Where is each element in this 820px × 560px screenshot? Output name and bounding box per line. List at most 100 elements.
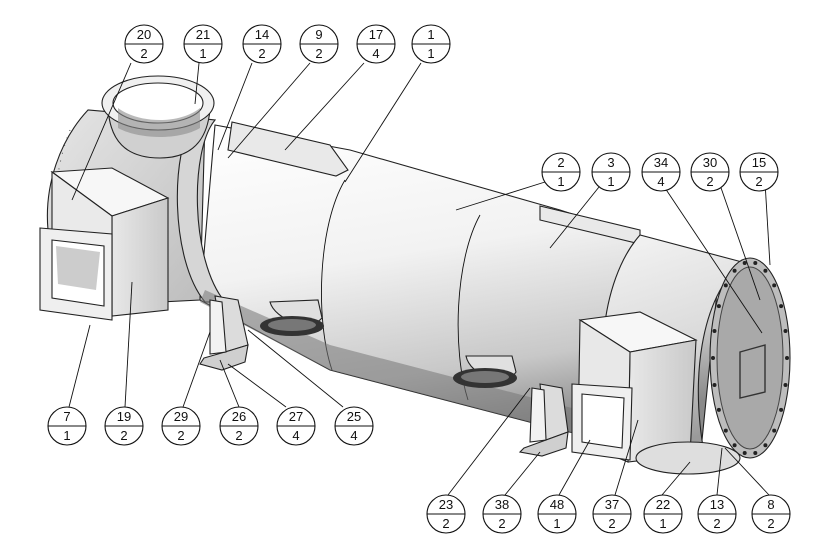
balloon-item: 7 <box>63 409 70 424</box>
balloon-qty: 1 <box>607 174 614 189</box>
balloon-qty: 2 <box>755 174 762 189</box>
balloon-item: 15 <box>752 155 766 170</box>
leader-lines <box>68 62 771 496</box>
saddle-left <box>199 295 249 371</box>
balloon: 152 <box>739 152 779 192</box>
bolt <box>772 283 777 288</box>
balloon: 481 <box>537 494 577 534</box>
balloon-item: 3 <box>607 155 614 170</box>
bolt <box>753 261 758 265</box>
balloon-item: 29 <box>174 409 188 424</box>
top-strip-left <box>227 121 349 177</box>
balloon-qty: 4 <box>292 428 299 443</box>
balloon: 302 <box>690 152 730 192</box>
balloon: 132 <box>697 494 737 534</box>
balloon: 11 <box>411 24 451 64</box>
balloon: 221 <box>643 494 683 534</box>
balloon-qty: 1 <box>553 516 560 531</box>
balloon: 344 <box>641 152 681 192</box>
bolt <box>783 329 788 333</box>
bolt <box>716 304 721 309</box>
right-outlet-box <box>571 311 741 475</box>
bolt <box>742 261 747 265</box>
balloon-item: 27 <box>289 409 303 424</box>
balloon: 21 <box>541 152 581 192</box>
balloon-item: 13 <box>710 497 724 512</box>
balloon-item: 19 <box>117 409 131 424</box>
balloon: 211 <box>183 24 223 64</box>
bolt <box>716 407 721 412</box>
balloon-item: 14 <box>255 27 269 42</box>
balloon-qty: 1 <box>427 46 434 61</box>
balloon-qty: 2 <box>498 516 505 531</box>
balloon-item: 17 <box>369 27 383 42</box>
top-nozzle <box>101 75 215 159</box>
bolt <box>785 356 789 360</box>
balloon-item: 9 <box>315 27 322 42</box>
bolt <box>712 383 717 387</box>
balloon-item: 37 <box>605 497 619 512</box>
bolt <box>732 268 737 273</box>
balloon: 274 <box>276 406 316 446</box>
balloon-qty: 2 <box>315 46 322 61</box>
balloon-qty: 2 <box>608 516 615 531</box>
balloon-qty: 1 <box>199 46 206 61</box>
balloon-qty: 2 <box>120 428 127 443</box>
balloon-qty: 4 <box>657 174 664 189</box>
left-inlet-box <box>39 167 170 321</box>
balloon-item: 23 <box>439 497 453 512</box>
balloon: 292 <box>161 406 201 446</box>
balloon-item: 20 <box>137 27 151 42</box>
bolt <box>712 329 717 333</box>
balloon: 372 <box>592 494 632 534</box>
balloon-qty: 2 <box>442 516 449 531</box>
bolt <box>779 304 784 309</box>
handle <box>739 344 766 399</box>
balloon-qty: 1 <box>659 516 666 531</box>
bolt <box>742 451 747 455</box>
balloon: 192 <box>104 406 144 446</box>
balloon-qty: 4 <box>372 46 379 61</box>
balloon-qty: 4 <box>350 428 357 443</box>
balloon-qty: 2 <box>767 516 774 531</box>
balloon: 71 <box>47 406 87 446</box>
balloon-item: 30 <box>703 155 717 170</box>
bolt <box>723 283 728 288</box>
balloon: 31 <box>591 152 631 192</box>
balloon: 202 <box>124 24 164 64</box>
bolt <box>783 383 788 387</box>
balloon-qty: 2 <box>713 516 720 531</box>
balloon: 174 <box>356 24 396 64</box>
balloon-item: 26 <box>232 409 246 424</box>
balloon-qty: 1 <box>63 428 70 443</box>
balloon-item: 25 <box>347 409 361 424</box>
balloon: 232 <box>426 494 466 534</box>
bolt <box>732 443 737 448</box>
balloon-item: 38 <box>495 497 509 512</box>
bolt <box>763 268 768 273</box>
balloon-qty: 1 <box>557 174 564 189</box>
bottom-nozzles <box>260 299 517 388</box>
balloon-item: 22 <box>656 497 670 512</box>
balloon-qty: 2 <box>235 428 242 443</box>
balloons: 202 211 142 92 174 11 21 31 344 302 152 … <box>47 24 791 534</box>
balloon-item: 34 <box>654 155 668 170</box>
balloon: 254 <box>334 406 374 446</box>
balloon: 82 <box>751 494 791 534</box>
balloon-qty: 2 <box>258 46 265 61</box>
balloon: 382 <box>482 494 522 534</box>
balloon-item: 1 <box>427 27 434 42</box>
saddle-right <box>518 383 569 457</box>
balloon-item: 21 <box>196 27 210 42</box>
bolt-ring <box>711 261 789 455</box>
bolt <box>779 407 784 412</box>
balloon-item: 8 <box>767 497 774 512</box>
balloon: 262 <box>219 406 259 446</box>
balloon-qty: 2 <box>177 428 184 443</box>
bolt <box>723 428 728 433</box>
bottom-nozzle-flange <box>635 441 741 475</box>
bolt <box>763 443 768 448</box>
bolt <box>753 451 758 455</box>
